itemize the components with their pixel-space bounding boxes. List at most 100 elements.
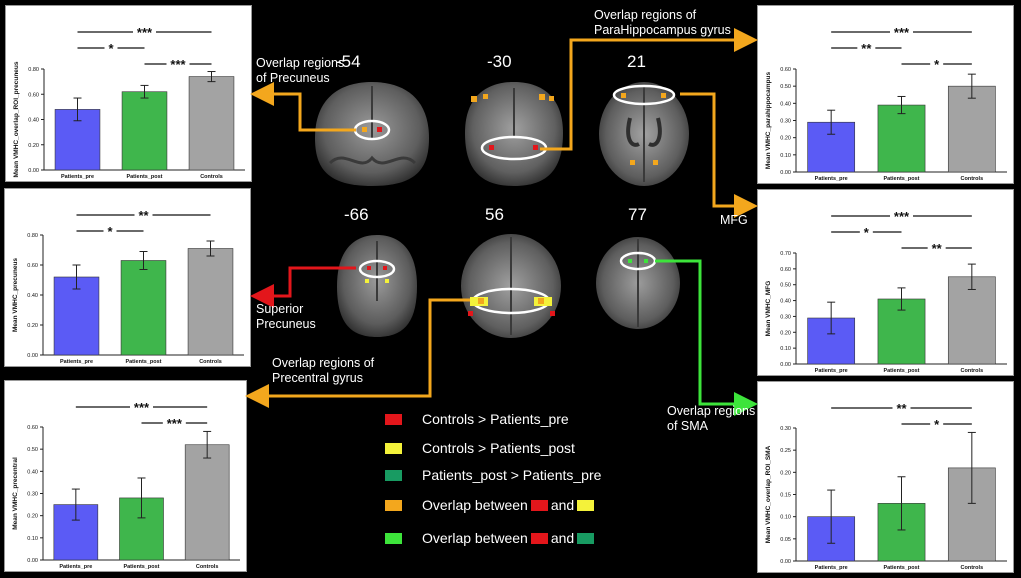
y-tick-label: 0.60 — [780, 267, 791, 273]
legend-label: Patients_post > Patients_pre — [422, 467, 602, 483]
y-tick-label: 0.00 — [780, 170, 791, 176]
bar — [120, 260, 167, 356]
significance-label: *** — [137, 25, 153, 40]
y-tick-label: 0.00 — [780, 559, 791, 565]
x-tick-label: Patients_post — [125, 359, 161, 365]
y-tick-label: 0.30 — [780, 314, 791, 320]
brain-slice-axial-c — [596, 237, 680, 329]
legend-swatch-orange — [385, 499, 402, 511]
y-tick-label: 0.70 — [780, 251, 791, 257]
legend-swatch-lightgreen — [385, 532, 402, 544]
y-tick-label: 0.10 — [780, 515, 791, 521]
slice-label-4: -66 — [344, 205, 369, 224]
x-tick-label: Patients_post — [883, 368, 919, 374]
brain-slice-coronal-a — [315, 82, 429, 186]
y-tick-label: 0.10 — [780, 153, 791, 159]
legend-swatch-teal — [577, 532, 595, 544]
y-tick-label: 0.40 — [27, 293, 38, 299]
significance-label: *** — [894, 25, 910, 40]
x-tick-label: Controls — [200, 174, 223, 180]
significance-label: ** — [138, 208, 149, 223]
y-tick-label: 0.20 — [780, 136, 791, 142]
y-axis-label: Mean VMHC_MFG — [765, 281, 772, 337]
x-tick-label: Patients_pre — [61, 174, 94, 180]
y-tick-label: 0.05 — [780, 537, 791, 543]
legend-item-post-gt-pre: Patients_post > Patients_pre — [385, 467, 601, 483]
y-axis-label: Mean VMHC_precentral — [12, 457, 19, 530]
bar — [947, 85, 996, 173]
bar — [184, 444, 230, 561]
bar — [121, 91, 168, 171]
legend-swatch-yellow — [385, 442, 402, 454]
y-tick-label: 0.30 — [780, 426, 791, 432]
x-tick-label: Patients_post — [883, 565, 919, 571]
legend-label: Controls > Patients_post — [422, 440, 575, 456]
callout-superior-precuneus: Superior Precuneus — [256, 302, 316, 331]
y-axis-label: Mean VMHC_precuneus — [12, 258, 19, 332]
brain-slice-axial-b — [461, 234, 561, 338]
y-tick-label: 0.60 — [780, 67, 791, 73]
significance-label: *** — [170, 57, 186, 72]
y-tick-label: 0.50 — [27, 447, 38, 453]
legend-item-overlap-red-teal: Overlap between and — [385, 530, 597, 546]
legend-item-controls-gt-post: Controls > Patients_post — [385, 440, 575, 456]
x-tick-label: Patients_pre — [815, 176, 848, 182]
legend-swatch-teal — [385, 469, 402, 481]
x-tick-label: Patients_post — [126, 174, 162, 180]
x-tick-label: Patients_pre — [59, 564, 92, 570]
y-tick-label: 0.40 — [780, 101, 791, 107]
significance-label: *** — [167, 416, 183, 431]
y-tick-label: 0.00 — [27, 353, 38, 359]
y-tick-label: 0.60 — [27, 263, 38, 269]
significance-label: * — [108, 41, 114, 56]
bar — [947, 276, 996, 365]
y-tick-label: 0.50 — [780, 283, 791, 289]
y-tick-label: 0.20 — [780, 470, 791, 476]
x-tick-label: Patients_pre — [815, 565, 848, 571]
y-tick-label: 0.00 — [28, 168, 39, 174]
callout-parahippocampus: Overlap regions of ParaHippocampus gyrus — [594, 8, 731, 37]
legend-and: and — [550, 530, 575, 546]
callout-sma: Overlap regions of SMA — [667, 404, 756, 433]
significance-label: *** — [894, 209, 910, 224]
y-tick-label: 0.20 — [780, 330, 791, 336]
legend-item-overlap-red-yellow: Overlap between and — [385, 497, 597, 513]
legend-swatch-yellow — [577, 499, 595, 511]
callout-mfg: MFG — [720, 213, 748, 227]
bar — [187, 248, 234, 356]
significance-label: * — [934, 417, 940, 432]
y-tick-label: 0.50 — [780, 84, 791, 90]
y-tick-label: 0.60 — [27, 425, 38, 431]
slice-label-3: 21 — [627, 52, 646, 71]
y-tick-label: 0.20 — [28, 143, 39, 149]
legend-label: Overlap between — [422, 497, 528, 513]
y-tick-label: 0.20 — [27, 323, 38, 329]
x-tick-label: Controls — [199, 359, 222, 365]
callout-precentral: Overlap regions of Precentral gyrus — [272, 356, 375, 385]
significance-label: ** — [932, 241, 943, 256]
significance-label: * — [864, 225, 870, 240]
y-axis-label: Mean VMHC_overlap_ROI_SMA — [765, 445, 772, 543]
x-tick-label: Controls — [961, 176, 984, 182]
brain-slice-axial-a — [599, 82, 689, 186]
slice-label-6: 77 — [628, 205, 647, 224]
slice-label-2: -30 — [487, 52, 512, 71]
legend-label: Controls > Patients_pre — [422, 411, 569, 427]
legend-and: and — [550, 497, 575, 513]
y-tick-label: 0.40 — [28, 118, 39, 124]
x-tick-label: Patients_pre — [815, 368, 848, 374]
y-tick-label: 0.30 — [780, 119, 791, 125]
y-tick-label: 0.60 — [28, 92, 39, 98]
legend-item-controls-gt-pre: Controls > Patients_pre — [385, 411, 569, 427]
y-tick-label: 0.80 — [27, 233, 38, 239]
significance-label: ** — [896, 401, 907, 416]
significance-label: * — [107, 224, 113, 239]
y-tick-label: 0.10 — [780, 346, 791, 352]
